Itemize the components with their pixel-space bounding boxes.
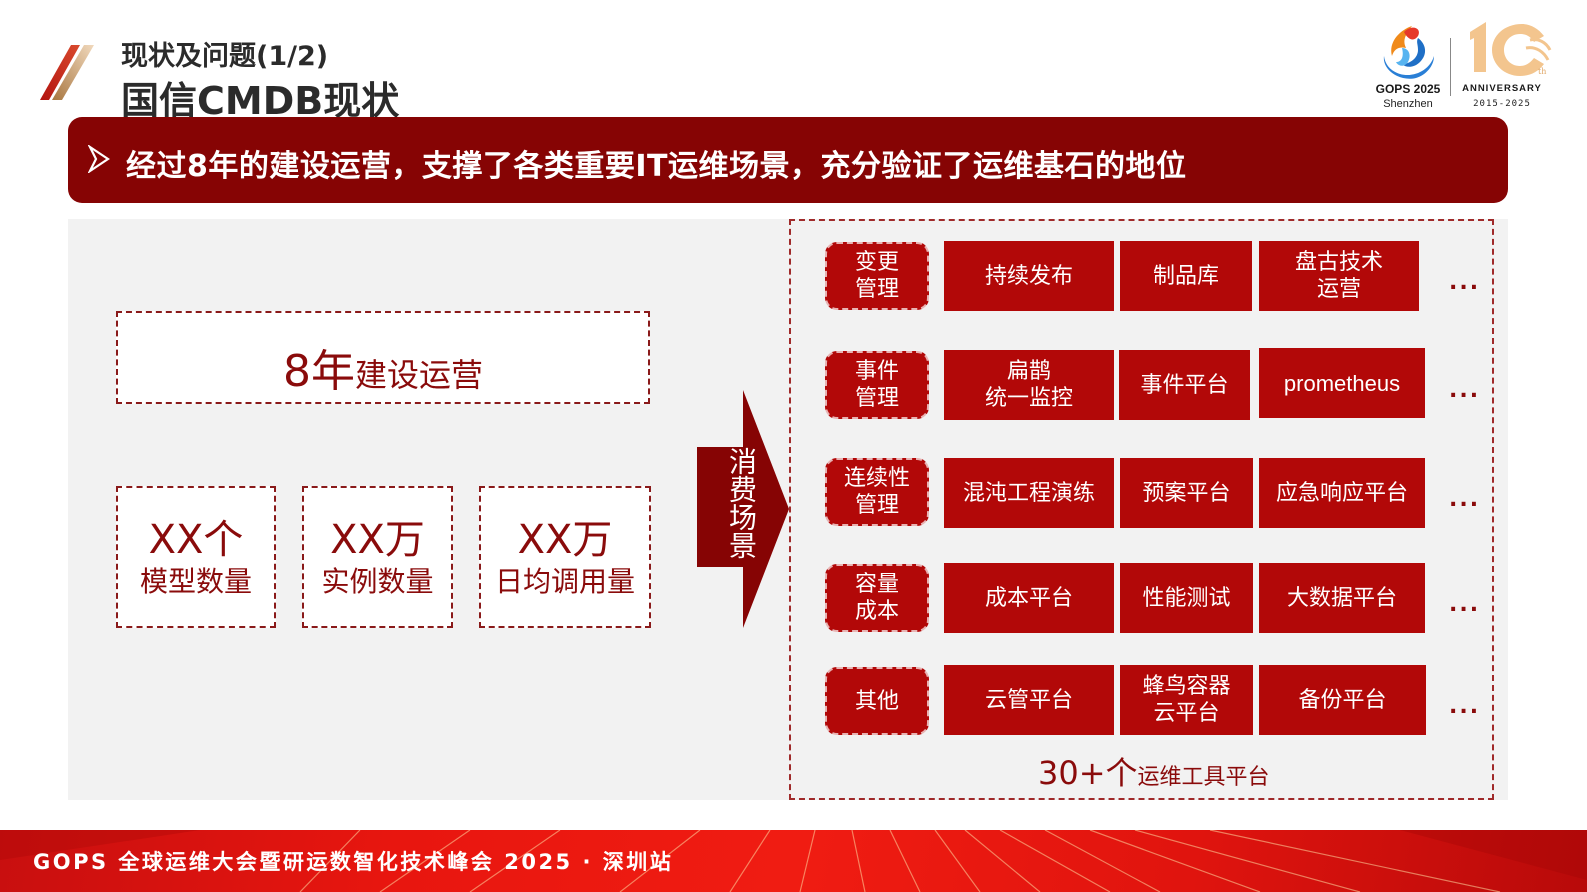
tool-label: 备份平台 xyxy=(1298,687,1387,713)
tool-label: 事件平台 xyxy=(1140,372,1229,398)
tool-tile: 大数据平台 xyxy=(1259,563,1425,633)
tool-line: 盘古技术 xyxy=(1294,250,1383,275)
tool-tile: 制品库 xyxy=(1120,241,1252,311)
stat-daily-calls: XX万 日均调用量 xyxy=(479,486,651,628)
arrow-right-outline-icon xyxy=(88,145,110,173)
category-line: 变更 xyxy=(854,250,899,275)
stat-value: XX个 xyxy=(148,517,244,563)
tool-label: 成本平台 xyxy=(984,585,1073,611)
tool-line: 蜂鸟容器 xyxy=(1142,674,1231,699)
more-ellipsis: ... xyxy=(1449,270,1481,295)
tool-tile: 预案平台 xyxy=(1120,458,1253,528)
category-line: 容量 xyxy=(854,572,899,597)
category-change-management: 变更管理 xyxy=(825,242,929,310)
tool-tile: prometheus xyxy=(1259,348,1425,418)
footer-light-rays-decoration xyxy=(0,830,1587,892)
key-message-banner: 经过8年的建设运营，支撑了各类重要IT运维场景，充分验证了运维基石的地位 xyxy=(68,117,1508,203)
tenth-anniversary-logo-icon: th xyxy=(1470,22,1552,76)
tool-line: 扁鹊 xyxy=(1006,359,1051,384)
tool-label: 应急响应平台 xyxy=(1275,480,1408,506)
more-ellipsis: ... xyxy=(1449,378,1481,403)
category-incident-management: 事件管理 xyxy=(825,351,929,419)
tool-label: 云管平台 xyxy=(984,687,1073,713)
category-line: 事件 xyxy=(854,359,899,384)
tool-label: 性能测试 xyxy=(1142,585,1231,611)
page-subtitle: 现状及问题(1/2) xyxy=(121,41,329,72)
tool-label: 持续发布 xyxy=(984,263,1073,289)
category-line: 管理 xyxy=(854,277,899,302)
gops-flame-logo-icon xyxy=(1383,26,1434,79)
category-label: 其他 xyxy=(854,688,899,714)
stat-model-count: XX个 模型数量 xyxy=(116,486,276,628)
anniversary-years: 2015-2025 xyxy=(1473,99,1531,109)
years-value: 8年 xyxy=(282,346,355,397)
consumption-arrow-icon xyxy=(697,390,789,628)
more-ellipsis: ... xyxy=(1449,694,1481,719)
category-continuity-management: 连续性管理 xyxy=(825,458,929,526)
tool-tile: 应急响应平台 xyxy=(1259,458,1425,528)
more-ellipsis: ... xyxy=(1449,592,1481,617)
page-title: 国信CMDB现状 xyxy=(121,79,400,123)
tool-label: 预案平台 xyxy=(1142,480,1231,506)
tool-tile: 备份平台 xyxy=(1259,665,1426,735)
category-line: 成本 xyxy=(854,599,899,624)
category-label: 事件管理 xyxy=(855,358,899,412)
tool-label: 混沌工程演练 xyxy=(962,480,1095,506)
stat-value: XX万 xyxy=(517,517,613,563)
years-label: 建设运营 xyxy=(354,356,483,394)
logo-divider xyxy=(1450,38,1451,96)
tool-line: 云平台 xyxy=(1153,701,1220,726)
stat-label: 日均调用量 xyxy=(494,565,635,598)
stat-value: XX万 xyxy=(330,517,425,563)
anniversary-label: ANNIVERSARY xyxy=(1462,83,1542,94)
years-of-operation-box: 8年建设运营 xyxy=(116,311,650,404)
tool-label: 盘古技术运营 xyxy=(1295,249,1383,303)
tool-label: 制品库 xyxy=(1152,263,1219,289)
gops-logo-group: GOPS 2025 Shenzhen th ANNIVERSARY 2015-2… xyxy=(1370,18,1580,118)
tool-label: 大数据平台 xyxy=(1286,585,1397,611)
tool-line: 运营 xyxy=(1316,277,1361,302)
category-line: 连续性 xyxy=(843,466,910,491)
gops-event-city: Shenzhen xyxy=(1383,98,1433,110)
tool-tile: 成本平台 xyxy=(944,563,1114,633)
title-slash-decoration-icon xyxy=(40,45,94,100)
tool-tile: 事件平台 xyxy=(1119,350,1250,420)
arrow-label-text: 消费场景 xyxy=(725,447,758,559)
category-label: 变更管理 xyxy=(855,249,899,303)
tool-tile: 混沌工程演练 xyxy=(944,458,1114,528)
scenarios-container xyxy=(789,219,1494,800)
tools-count: 30+个 xyxy=(1038,754,1138,792)
tool-tile: 扁鹊统一监控 xyxy=(944,350,1114,420)
gops-event-name: GOPS 2025 xyxy=(1375,82,1441,96)
tool-tile: 盘古技术运营 xyxy=(1259,241,1419,311)
footer-conference-name: GOPS 全球运维大会暨研运数智化技术峰会 2025 · 深圳站 xyxy=(33,850,674,874)
category-line: 管理 xyxy=(854,493,899,518)
tool-label: 蜂鸟容器云平台 xyxy=(1142,673,1230,727)
tool-label: 扁鹊统一监控 xyxy=(985,358,1073,412)
stat-label: 模型数量 xyxy=(139,565,252,598)
tools-summary: 30+个运维工具平台 xyxy=(1038,748,1270,794)
tool-line: 统一监控 xyxy=(984,386,1073,411)
banner-text: 经过8年的建设运营，支撑了各类重要IT运维场景，充分验证了运维基石的地位 xyxy=(126,149,1187,184)
stat-instance-count: XX万 实例数量 xyxy=(302,486,453,628)
tenth-mark: th xyxy=(1538,67,1546,76)
stat-label: 实例数量 xyxy=(321,565,434,598)
arrow-label: 消费场景 xyxy=(722,447,760,559)
category-label: 连续性管理 xyxy=(844,465,910,519)
category-capacity-cost: 容量成本 xyxy=(825,564,929,632)
more-ellipsis: ... xyxy=(1449,487,1481,512)
tool-tile: 云管平台 xyxy=(944,665,1114,735)
tools-count-label: 运维工具平台 xyxy=(1137,765,1270,790)
tool-tile: 蜂鸟容器云平台 xyxy=(1120,665,1253,735)
conference-footer: GOPS 全球运维大会暨研运数智化技术峰会 2025 · 深圳站 xyxy=(0,830,1587,892)
category-other: 其他 xyxy=(825,667,929,735)
tool-label: prometheus xyxy=(1283,370,1401,396)
tool-tile: 持续发布 xyxy=(944,241,1114,311)
category-label: 容量成本 xyxy=(855,571,899,625)
category-line: 管理 xyxy=(854,386,899,411)
tool-tile: 性能测试 xyxy=(1120,563,1253,633)
